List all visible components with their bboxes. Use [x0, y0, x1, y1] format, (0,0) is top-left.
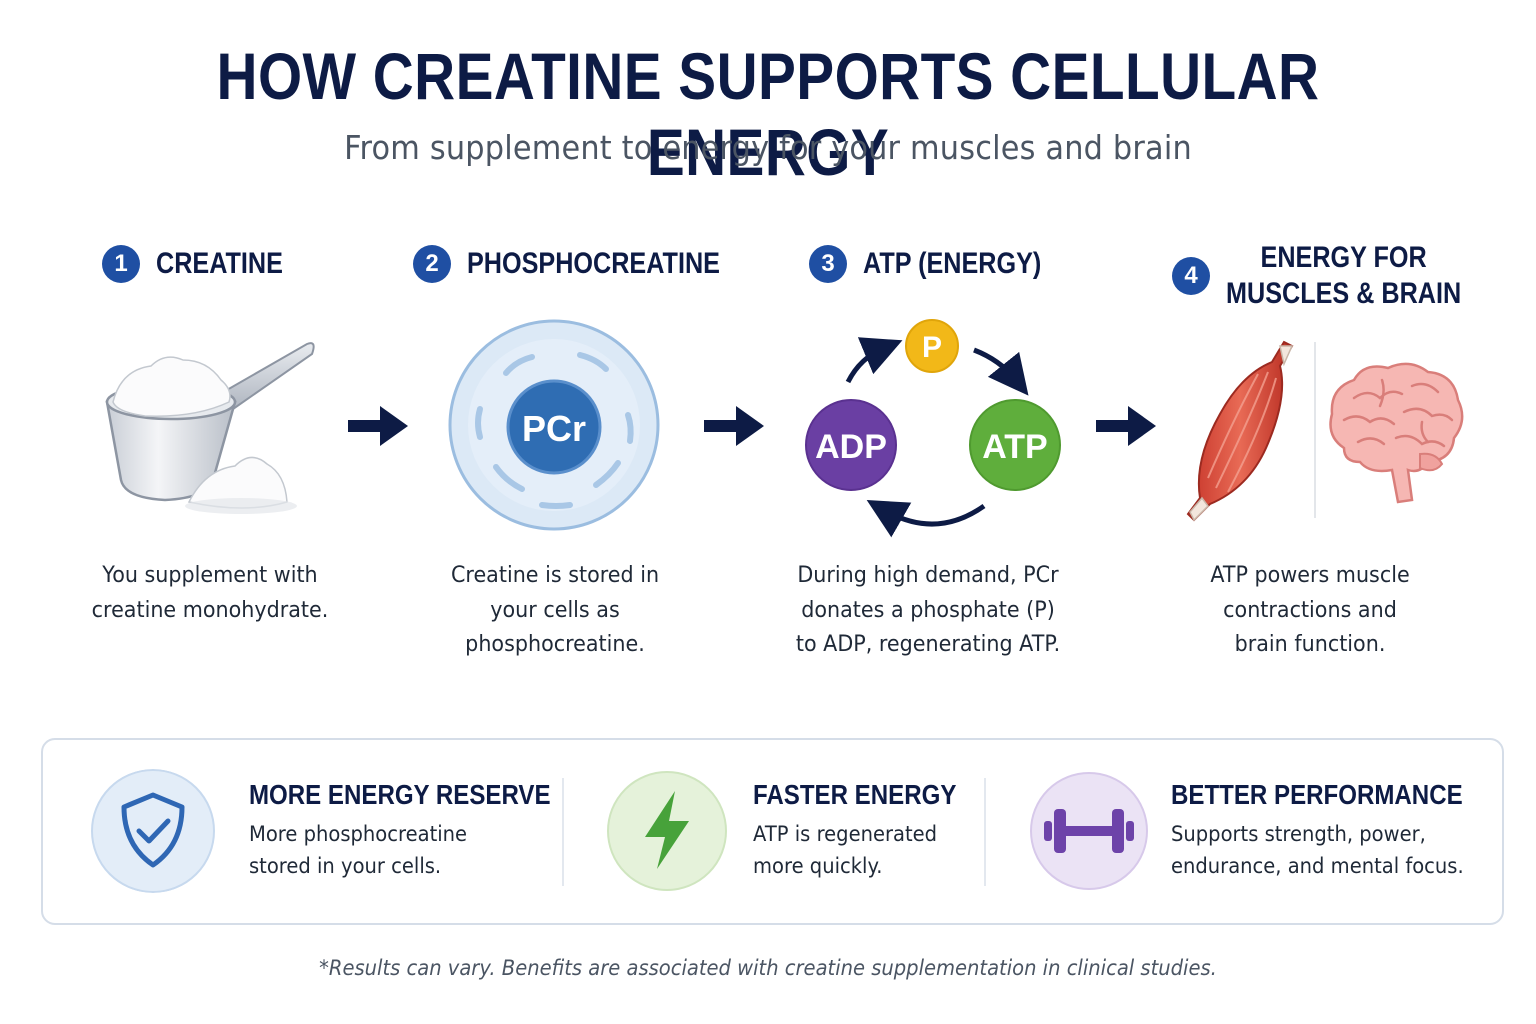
step-4-header: 4 ENERGY FOR MUSCLES & BRAIN: [1172, 240, 1506, 312]
step-4-divider: [1314, 342, 1316, 518]
page-title: HOW CREATINE SUPPORTS CELLULAR ENERGY: [216, 39, 1320, 189]
step-2-description: Creatine is stored in your cells as phos…: [450, 563, 660, 657]
powder-scoop-icon: [105, 342, 315, 514]
page-subtitle: From supplement to energy for your muscl…: [344, 128, 1192, 167]
step-4-title: ENERGY FOR MUSCLES & BRAIN: [1226, 241, 1462, 310]
step-3-header: 3 ATP (ENERGY): [809, 245, 1075, 283]
step-1-description: You supplement with creatine monohydrate…: [91, 563, 329, 623]
benefit-1-title: MORE ENERGY RESERVE: [249, 779, 551, 810]
step-4-number: 4: [1172, 257, 1210, 295]
step-3-number: 3: [809, 245, 847, 283]
lightning-icon: [607, 771, 727, 891]
step-2-number: 2: [413, 245, 451, 283]
atp-cycle-icon: P ADP ATP: [805, 319, 1061, 538]
arrow-right-icon: [704, 406, 764, 446]
benefits-panel: [41, 738, 1504, 925]
footnote: *Results can vary. Benefits are associat…: [319, 956, 1217, 980]
benefit-3-text: Supports strength, power, endurance, and…: [1171, 822, 1464, 878]
step-1-title: CREATINE: [156, 247, 283, 280]
arrow-right-icon: [348, 406, 408, 446]
benefit-2-title: FASTER ENERGY: [753, 779, 957, 810]
cell-icon: PCr: [448, 319, 660, 531]
brain-icon: [1329, 362, 1464, 504]
shield-check-icon: [91, 769, 215, 893]
muscle-icon: [1186, 340, 1294, 522]
phosphate-label: P: [922, 331, 942, 364]
step-2-header: 2 PHOSPHOCREATINE: [413, 245, 768, 283]
benefit-1-text: More phosphocreatine stored in your cell…: [249, 822, 468, 878]
arrow-right-icon: [1096, 406, 1156, 446]
step-3-title: ATP (ENERGY): [863, 247, 1042, 280]
step-1-number: 1: [102, 245, 140, 283]
step-2-title: PHOSPHOCREATINE: [467, 247, 720, 280]
benefit-3-title: BETTER PERFORMANCE: [1171, 779, 1463, 810]
adp-label: ADP: [815, 428, 887, 466]
atp-label: ATP: [982, 428, 1047, 466]
benefit-divider: [984, 778, 986, 886]
pcr-label: PCr: [522, 408, 586, 449]
benefit-divider: [562, 778, 564, 886]
dumbbell-icon: [1030, 772, 1148, 890]
step-3-description: During high demand, PCr donates a phosph…: [795, 563, 1061, 657]
step-4-description: ATP powers muscle contractions and brain…: [1210, 563, 1410, 657]
benefit-2-text: ATP is regenerated more quickly.: [753, 822, 938, 878]
step-1-header: 1 CREATINE: [102, 245, 307, 283]
